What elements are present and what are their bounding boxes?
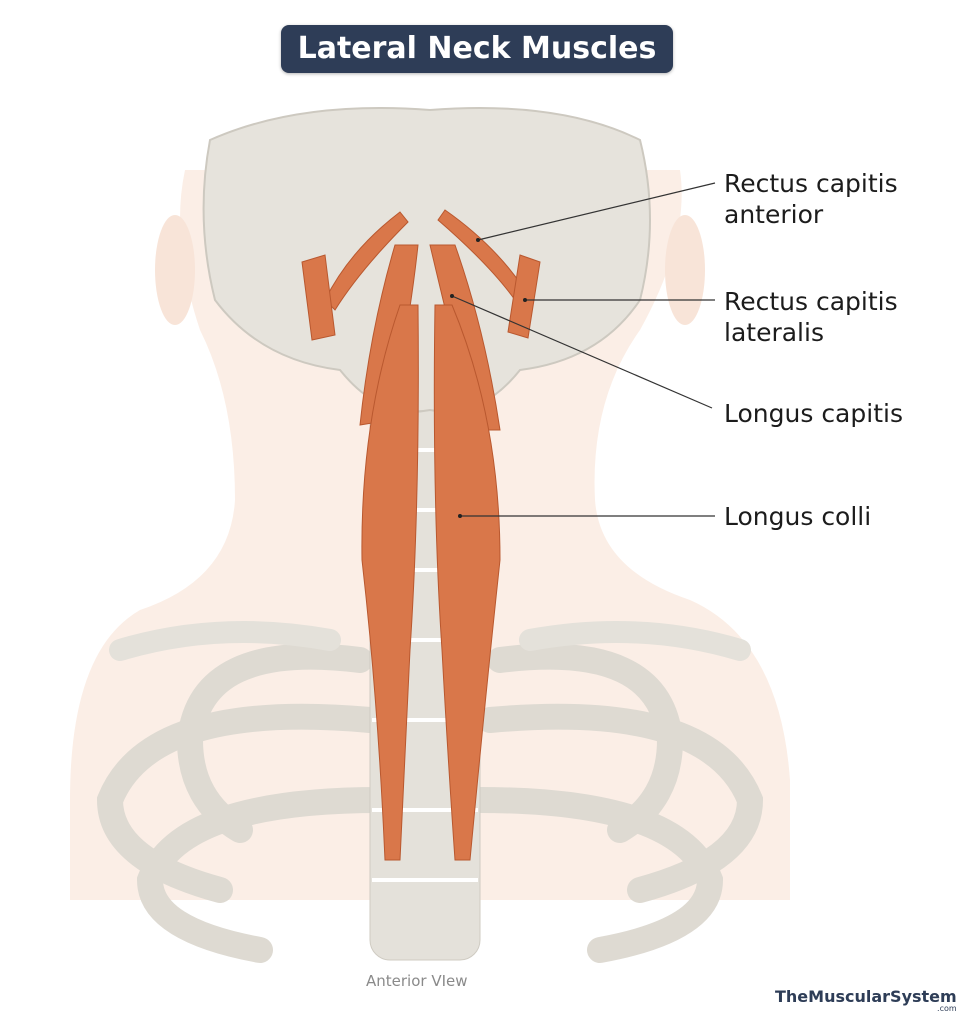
label-line: anterior [724, 200, 824, 229]
label-longus-capitis: Longus capitis [724, 399, 903, 428]
site-logo: TheMuscularSystem.com [775, 987, 956, 1013]
logo-suffix: .com [937, 1004, 956, 1013]
view-caption: Anterior VIew [366, 972, 468, 990]
longus-capitis-right [429, 244, 501, 431]
label-line: Rectus capitis [724, 169, 898, 198]
label-line: Rectus capitis [724, 287, 898, 316]
rectus-capitis-anterior-left [324, 211, 409, 311]
logo-name: TheMuscularSystem [775, 987, 956, 1006]
leader-lines [451, 182, 716, 517]
muscles [301, 209, 541, 861]
label-rectus-capitis-lateralis: Rectus capitis lateralis [724, 286, 898, 348]
label-rectus-capitis-anterior: Rectus capitis anterior [724, 168, 898, 230]
longus-colli-right [433, 304, 501, 861]
page-title: Lateral Neck Muscles [281, 25, 673, 73]
longus-colli-left [361, 304, 419, 861]
rectus-capitis-lateralis-right [507, 254, 541, 339]
ribcage [96, 643, 764, 963]
rectus-capitis-lateralis-left [301, 254, 336, 341]
label-line: lateralis [724, 318, 824, 347]
label-longus-colli: Longus colli [724, 502, 872, 531]
